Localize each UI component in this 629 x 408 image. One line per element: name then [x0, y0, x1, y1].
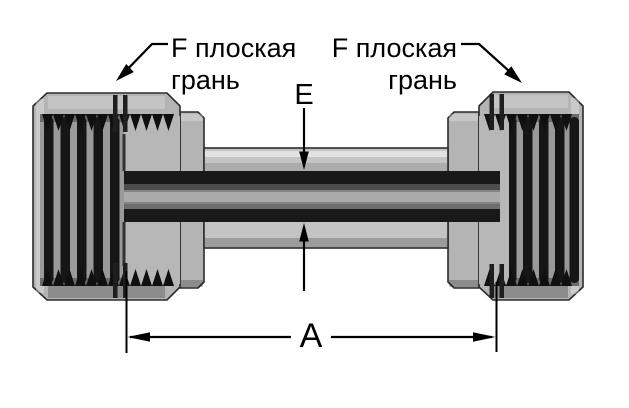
leader-line-flat-face-left — [118, 42, 168, 79]
thread-crests-bottom — [42, 269, 174, 286]
thread-rib — [93, 117, 103, 283]
male-body-left-edge — [122, 222, 126, 266]
thread-rib — [60, 117, 70, 283]
nut-left-flat-edge-line — [123, 95, 128, 132]
leader-arrowhead-right-icon — [504, 66, 522, 83]
hex-nut-right — [478, 91, 584, 301]
thread-rib — [507, 117, 517, 283]
label-dim-a: A — [300, 317, 323, 355]
label-dim-e: E — [294, 79, 313, 111]
dimension-annotations: F плоская грань F плоская грань E A — [116, 33, 522, 355]
nut-left-bottom-shadow — [48, 285, 165, 298]
thread-rib — [539, 117, 549, 283]
thread-rib — [569, 117, 579, 283]
bore — [124, 171, 500, 222]
shoulder-left-highlight — [181, 114, 203, 121]
label-flat-face-right-line2: грань — [388, 65, 457, 95]
nut-right-flat-edge-line — [489, 94, 494, 130]
dim-e-arrowhead-up-icon — [299, 223, 309, 242]
nut-left-flat-edge-line — [113, 263, 118, 298]
bore-interior-shade — [124, 184, 500, 190]
thread-rib — [77, 117, 87, 283]
dim-a-arrowhead-left-icon — [127, 332, 150, 342]
bore-bottom-wall — [124, 209, 500, 222]
label-flat-face-left-line1: F плоская — [171, 33, 296, 63]
nut-right-bottom-shadow — [494, 285, 568, 298]
leader-arrowhead-left-icon — [116, 64, 134, 81]
thread-rib — [555, 117, 565, 283]
dim-e-arrowhead-down-icon — [299, 151, 309, 170]
tube-top-highlight — [205, 151, 447, 157]
leader-line-flat-face-right — [461, 42, 520, 81]
thread-crests-top — [42, 114, 174, 131]
shoulder-right-shadow — [449, 280, 478, 287]
label-flat-face-right-line1: F плоская — [332, 33, 457, 63]
nut-right-top-highlight — [494, 95, 568, 108]
thread-rib — [44, 117, 54, 283]
tube-bottom-shadow — [205, 238, 447, 247]
nut-left-flat-edge-line — [123, 263, 128, 298]
male-body-left-edge — [122, 134, 126, 171]
fitting-body — [32, 91, 584, 301]
nut-left-top-highlight — [48, 96, 165, 109]
bore-interior-highlight — [124, 192, 500, 202]
shoulder-left-shadow — [181, 280, 203, 287]
bore-interior-lower-shade — [124, 204, 500, 209]
label-flat-face-left-line2: грань — [171, 65, 240, 95]
thread-rib — [523, 117, 533, 283]
thread-rib — [110, 117, 120, 283]
bore-top-wall — [124, 171, 500, 184]
tube-upper-shadow — [205, 163, 447, 171]
nut-right-flat-edge-line — [499, 94, 504, 130]
shoulder-right-highlight — [449, 114, 478, 121]
nut-right-flat-edge-line — [489, 264, 494, 298]
nut-right-flat-edge-line — [499, 264, 504, 298]
dim-a-arrowhead-right-icon — [473, 332, 496, 342]
nut-left-flat-edge-line — [113, 95, 118, 132]
